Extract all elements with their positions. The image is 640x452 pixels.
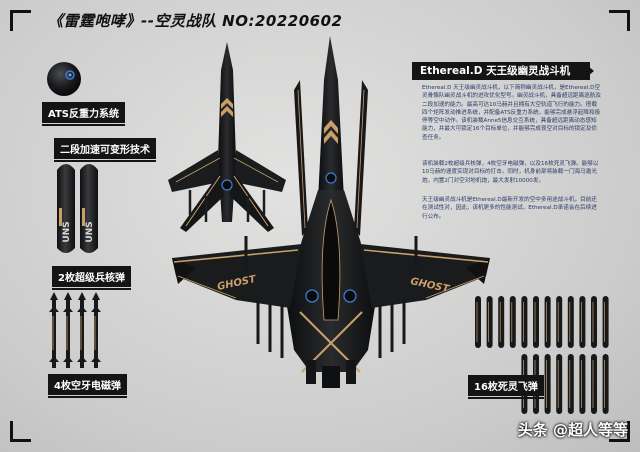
death-spirit-missile-icon — [556, 354, 563, 414]
death-spirit-missile-icon — [602, 296, 609, 348]
label-ats: ATS反重力系统 — [42, 102, 125, 126]
corner-bracket — [609, 421, 630, 442]
info-paragraph-1: Ethereal.D 天王级幽灵战斗机，以下简称幽灵战斗机，是Ethereal.… — [422, 85, 602, 141]
death-spirit-missile-icon — [567, 296, 574, 348]
label-nuke: 2枚超级兵核弹 — [52, 266, 131, 290]
watermark: 头条 @超人等等 — [517, 421, 628, 439]
death-spirit-missile-icon — [591, 354, 597, 414]
death-spirit-missile-icon — [602, 354, 609, 414]
death-spirit-missile-icon — [544, 296, 551, 348]
corner-bracket — [609, 10, 630, 31]
fighter-main-view: GHOST GHOST — [172, 36, 490, 388]
label-transform: 二段加速可变形技术 — [54, 138, 156, 162]
corner-bracket — [10, 10, 31, 31]
nuke-pod-icon: UNS — [57, 164, 75, 253]
death-spirit-missile-icon — [544, 354, 551, 414]
death-spirit-missile-icon — [579, 354, 586, 414]
pod-emblem-text: UNS — [85, 221, 95, 242]
death-spirit-missile-icon — [556, 296, 563, 348]
emp-bomb-icons — [49, 292, 101, 368]
pod-emblem-text: UNS — [62, 221, 72, 242]
label-missiles: 16枚死灵飞弹 — [468, 375, 544, 399]
corner-bracket — [10, 421, 31, 442]
death-spirit-missile-icon — [486, 296, 493, 348]
death-spirit-missile-icon — [533, 296, 539, 348]
info-heading-text: Ethereal.D 天王级幽灵战斗机 — [420, 65, 571, 77]
ats-sphere-icon — [47, 62, 81, 96]
death-spirit-missile-icon — [591, 296, 597, 348]
info-heading: Ethereal.D 天王级幽灵战斗机 — [412, 62, 594, 80]
heading-arrow-icon — [588, 66, 594, 76]
missile-rack-icons — [475, 296, 609, 414]
death-spirit-missile-icon — [509, 296, 516, 348]
nuke-pod-icon: UNS — [80, 164, 98, 253]
info-paragraph-3: 天王级幽灵战斗机是Ethereal.D最新开发的空中多用途战斗机，目前还在测试性… — [422, 197, 597, 220]
info-paragraph-2: 该机装载2枚超级兵核弹，4枚空牙电磁弹，以及16枚死灵飞弹。能够以10马赫的速度… — [422, 161, 599, 184]
death-spirit-missile-icon — [521, 296, 528, 348]
fighter-transform-view — [168, 42, 286, 232]
death-spirit-missile-icon — [475, 296, 481, 348]
page-title: 《雷霆咆哮》--空灵战队 NO:20220602 — [48, 12, 343, 30]
death-spirit-missile-icon — [498, 296, 505, 348]
death-spirit-missile-icon — [579, 296, 586, 348]
label-emp: 4枚空牙电磁弹 — [48, 374, 127, 398]
death-spirit-missile-icon — [567, 354, 574, 414]
